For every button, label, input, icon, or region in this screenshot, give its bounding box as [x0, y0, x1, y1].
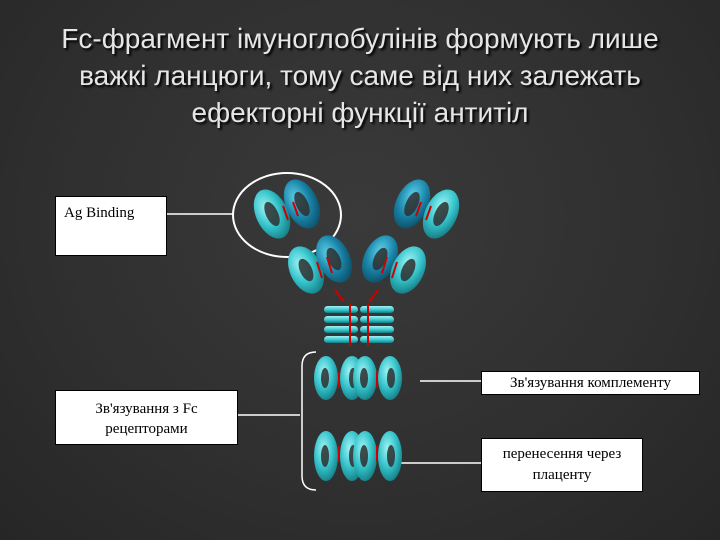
hinge-region	[324, 304, 394, 346]
fc-region-bracket	[302, 352, 316, 490]
placental-transfer-label: перенесення через плаценту	[481, 438, 643, 492]
right-fab-arm	[355, 174, 467, 302]
left-fab-arm	[247, 174, 360, 302]
complement-binding-label: Зв'язування комплементу	[481, 371, 700, 395]
fc-region	[314, 356, 402, 481]
ag-binding-label: Ag Binding	[55, 196, 167, 256]
fc-receptor-binding-label: Зв'язування з Fc рецепторами	[55, 390, 238, 445]
